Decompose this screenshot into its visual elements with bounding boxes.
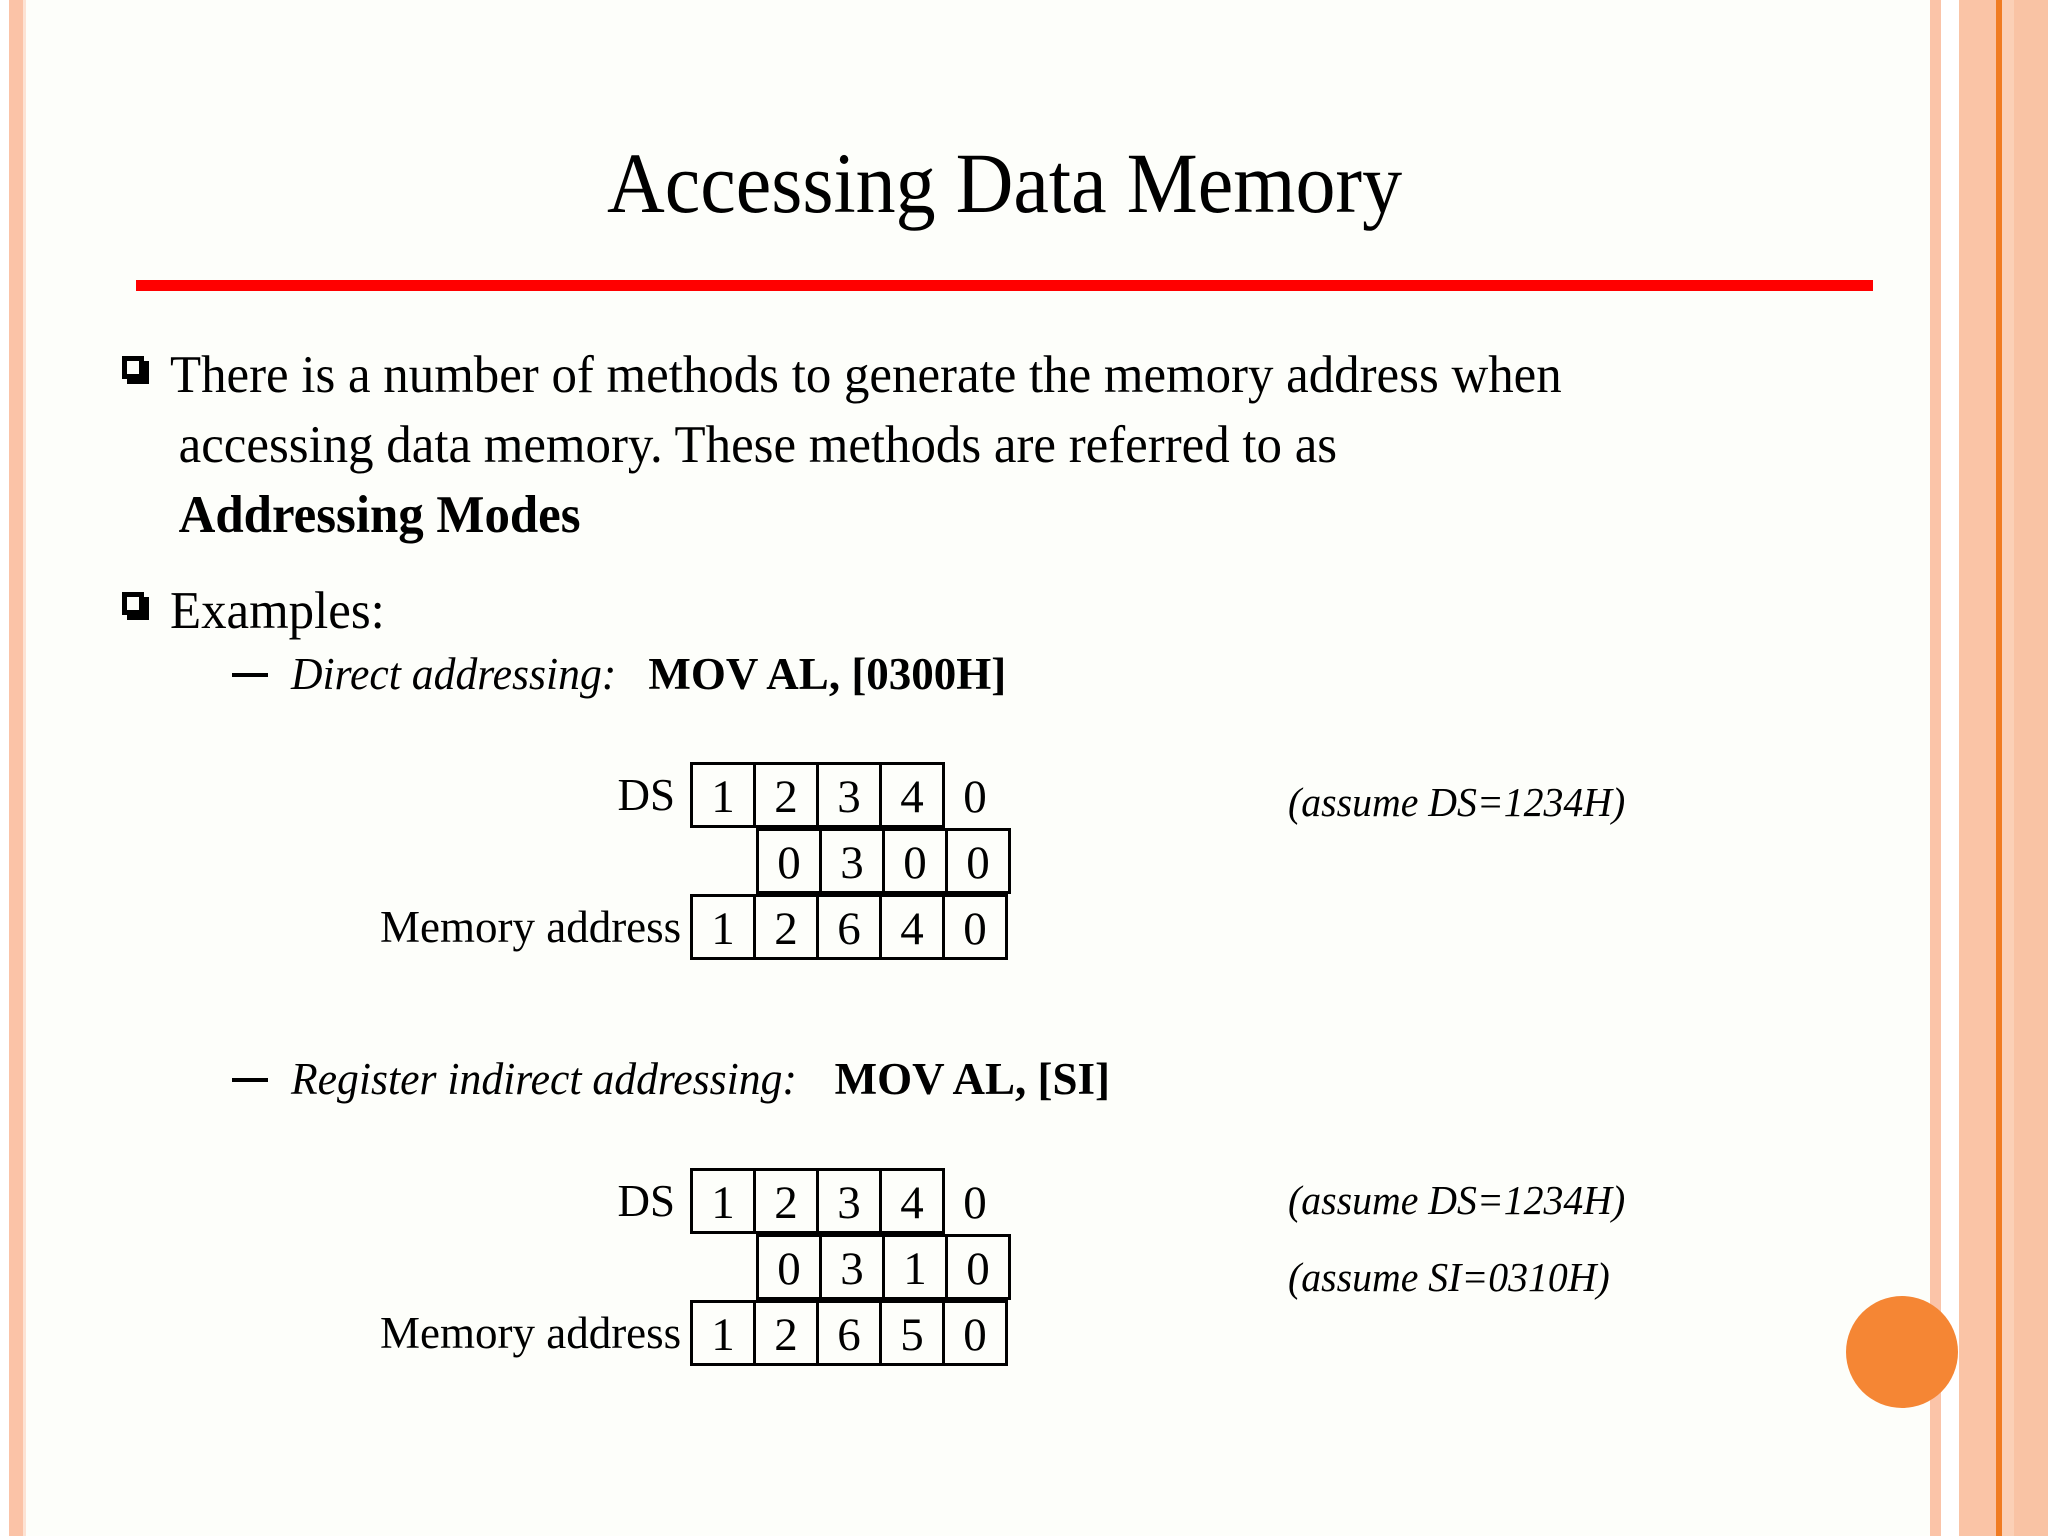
cell-result-1: 2	[753, 894, 819, 960]
table-row-offset: 0 3 1 0	[380, 1234, 1011, 1300]
decor-band-right-4	[1959, 0, 1996, 1536]
cell-ds-1: 2	[753, 762, 819, 828]
bullet-item-examples: Examples:	[122, 576, 394, 646]
cell-ds-1: 2	[753, 1168, 819, 1234]
bullet-line-3-addressing-modes: Addressing Modes	[178, 486, 581, 544]
cell-result-3: 5	[879, 1300, 945, 1366]
direct-addressing-instruction: MOV AL, [0300H]	[648, 649, 1007, 699]
square-bullet-icon	[122, 356, 149, 384]
row-label-memory-address: Memory address	[380, 1308, 682, 1358]
cell-result-2: 6	[816, 894, 882, 960]
bullet-line-1: There is a number of methods to generate…	[170, 346, 1562, 404]
decor-band-right-1	[1930, 0, 1941, 1536]
slide-title: Accessing Data Memory	[606, 135, 1403, 231]
cell-offset-3: 0	[945, 1234, 1011, 1300]
row-label-offset	[380, 1234, 693, 1300]
direct-addressing-label: Direct addressing:	[291, 649, 617, 699]
row-label-offset	[380, 828, 693, 894]
cell-ds-3: 4	[879, 1168, 945, 1234]
sub-item-register-indirect-addressing: Register indirect addressing: MOV AL, [S…	[232, 1053, 1110, 1105]
orange-circle-decoration	[1846, 1296, 1958, 1408]
bullet-item-examples-label: Examples:	[170, 582, 385, 640]
row-label-ds: DS	[617, 770, 675, 820]
decor-band-left-edge	[23, 0, 26, 1536]
row-label-ds: DS	[617, 1176, 675, 1226]
cell-offset-blank	[693, 1234, 759, 1300]
decor-band-right-7	[2014, 0, 2048, 1536]
assume-note-ds-direct: (assume DS=1234H)	[1288, 779, 1626, 825]
address-calc-table-direct: DS 1 2 3 4 0 0 3 0 0 Memory address 1 2 …	[380, 762, 1011, 960]
cell-offset-1: 3	[819, 828, 885, 894]
table-row-memory-address: Memory address 1 2 6 5 0	[380, 1300, 1011, 1366]
cell-result-1: 2	[753, 1300, 819, 1366]
table-row-ds: DS 1 2 3 4 0	[380, 762, 1011, 828]
dash-bullet-icon	[232, 1078, 268, 1082]
title-underline-rule	[136, 280, 1873, 291]
cell-ds-0: 1	[690, 762, 756, 828]
assume-note-si-indirect: (assume SI=0310H)	[1288, 1254, 1610, 1300]
dash-bullet-icon	[232, 673, 268, 677]
cell-offset-2: 0	[882, 828, 948, 894]
decor-band-left-white	[0, 0, 9, 1536]
cell-offset-2: 1	[882, 1234, 948, 1300]
register-indirect-instruction: MOV AL, [SI]	[834, 1054, 1111, 1104]
cell-offset-3: 0	[945, 828, 1011, 894]
cell-offset-0: 0	[756, 828, 822, 894]
address-calc-table-indirect: DS 1 2 3 4 0 0 3 1 0 Memory address 1 2 …	[380, 1168, 1011, 1366]
cell-result-0: 1	[690, 894, 756, 960]
square-bullet-icon	[122, 592, 149, 620]
bullet-item-methods-text: There is a number of methods to generate…	[170, 340, 1562, 550]
sub-item-direct-addressing: Direct addressing: MOV AL, [0300H]	[232, 648, 1006, 700]
cell-ds-0: 1	[690, 1168, 756, 1234]
cell-ds-shift-zero: 0	[963, 771, 987, 823]
decor-band-right-3	[1954, 0, 1959, 1536]
cell-offset-0: 0	[756, 1234, 822, 1300]
decor-band-right-6	[2002, 0, 2014, 1536]
register-indirect-label: Register indirect addressing:	[291, 1054, 797, 1104]
cell-result-4: 0	[942, 894, 1008, 960]
assume-note-ds-indirect: (assume DS=1234H)	[1288, 1177, 1626, 1223]
row-label-memory-address: Memory address	[380, 902, 682, 952]
decor-band-right-2	[1941, 0, 1954, 1536]
cell-offset-blank	[693, 828, 759, 894]
table-row-offset: 0 3 0 0	[380, 828, 1011, 894]
cell-ds-2: 3	[816, 1168, 882, 1234]
cell-result-2: 6	[816, 1300, 882, 1366]
bullet-item-methods: There is a number of methods to generate…	[122, 340, 1802, 550]
cell-result-4: 0	[942, 1300, 1008, 1366]
cell-ds-2: 3	[816, 762, 882, 828]
cell-offset-1: 3	[819, 1234, 885, 1300]
table-row-memory-address: Memory address 1 2 6 4 0	[380, 894, 1011, 960]
cell-result-3: 4	[879, 894, 945, 960]
cell-ds-shift-zero: 0	[963, 1177, 987, 1229]
cell-ds-3: 4	[879, 762, 945, 828]
cell-result-0: 1	[690, 1300, 756, 1366]
decor-band-right-5	[1996, 0, 2002, 1536]
bullet-line-2: accessing data memory. These methods are…	[178, 416, 1338, 474]
table-row-ds: DS 1 2 3 4 0	[380, 1168, 1011, 1234]
decor-band-left-peach	[9, 0, 23, 1536]
